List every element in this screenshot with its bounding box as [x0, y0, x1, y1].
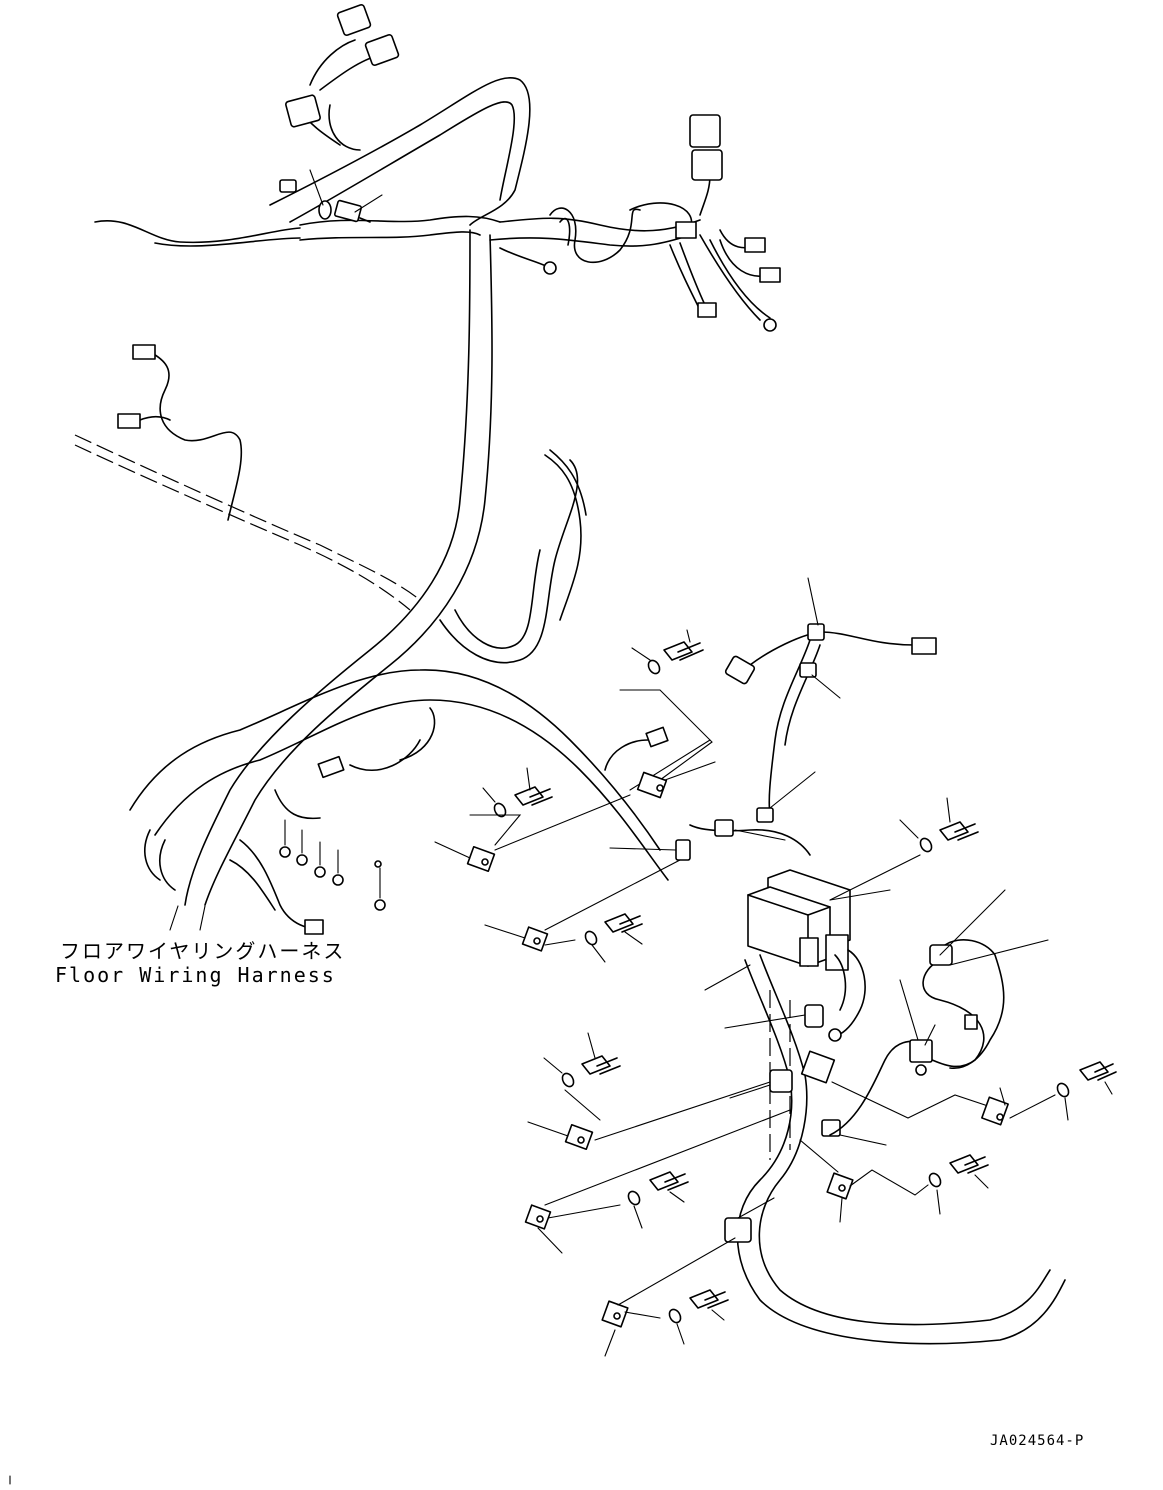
floor-harness	[74, 229, 669, 935]
control-unit	[704, 869, 891, 1042]
bolt-set-8	[799, 1139, 989, 1223]
harness-label-en: Floor Wiring Harness	[55, 963, 336, 987]
bolt-set-5	[527, 1032, 771, 1151]
drawing-code: JA024564-P	[990, 1433, 1085, 1449]
bolt-set-1	[631, 629, 716, 799]
top-harness	[94, 39, 771, 321]
bolt-set-4	[484, 859, 681, 963]
hardware-sets	[434, 629, 1117, 1357]
bolt-set-7	[601, 1237, 736, 1357]
bolt-set-9	[981, 1061, 1117, 1126]
bolt-set-6	[524, 1109, 791, 1254]
harness-label-jp: フロアワイヤリングハーネス	[60, 939, 346, 963]
right-harness	[604, 577, 1066, 1345]
top-connectors	[279, 3, 781, 332]
bolt-set-2	[434, 767, 631, 873]
center-wire	[544, 449, 587, 621]
bolt-set-3	[829, 797, 979, 901]
